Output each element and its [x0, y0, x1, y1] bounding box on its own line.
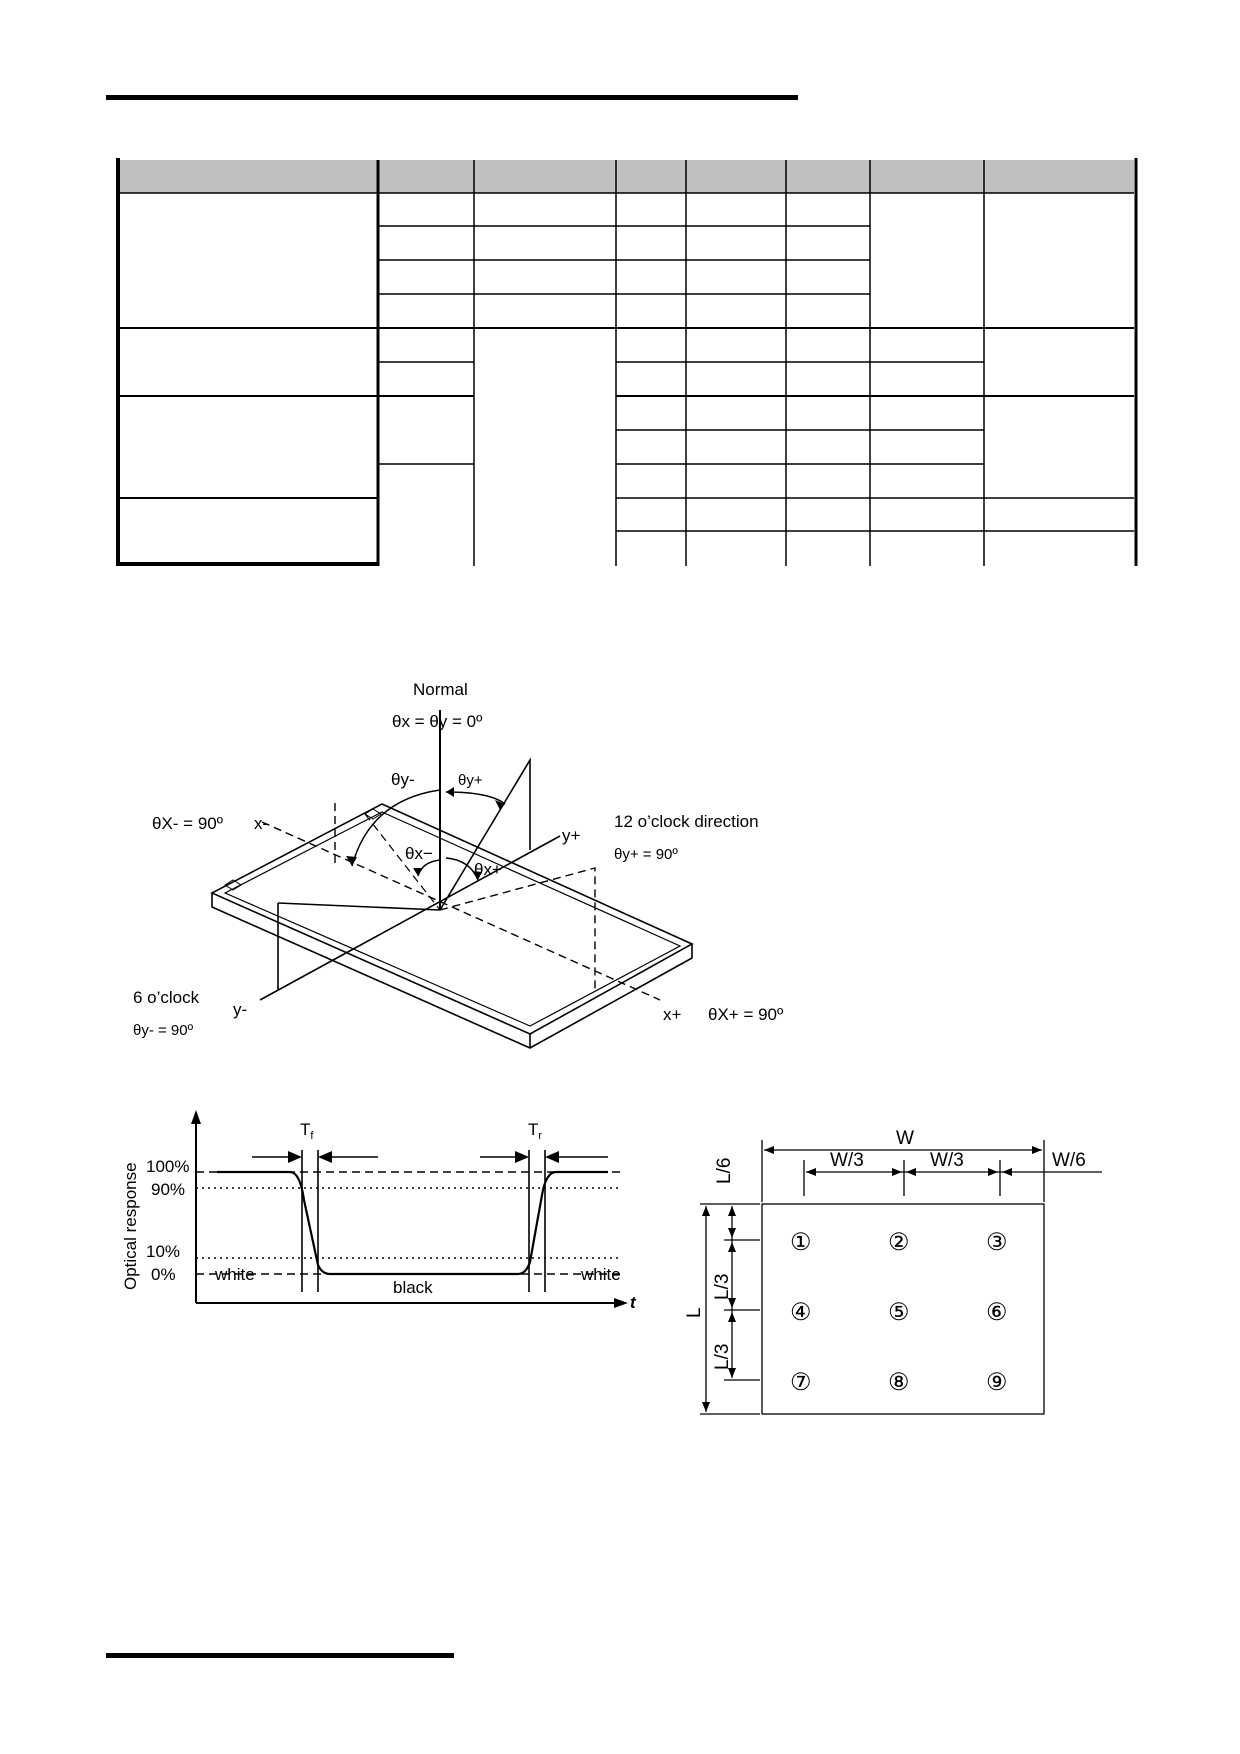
normal-equation: θx = θy = 0º [392, 712, 482, 731]
y-axis-label: Optical response [121, 1162, 140, 1290]
theta-y-plus-90-label: θy+ = 90º [614, 846, 678, 863]
panel-outline [761, 1203, 1045, 1415]
spec-table [116, 158, 1138, 566]
theta-x-plus-label: θx+ [474, 860, 502, 879]
footer-rule [106, 1653, 454, 1658]
measure-point-4: ④ [790, 1299, 812, 1326]
x-minus-label: x- [254, 814, 268, 833]
y-minus-label: y- [233, 1000, 247, 1019]
tf-label: Tf [300, 1120, 314, 1142]
measure-point-9: ⑨ [986, 1369, 1008, 1396]
measure-point-2: ② [888, 1229, 910, 1256]
l-sixth-label: L/6 [714, 1158, 735, 1184]
pct-0-label: 0% [151, 1265, 176, 1284]
theta-x-minus-90-label: θX- = 90º [152, 814, 223, 833]
pct-10-label: 10% [146, 1242, 180, 1261]
table-header-row [120, 160, 1134, 193]
w-label: W [896, 1128, 914, 1149]
l-third-label-b: L/3 [712, 1344, 733, 1370]
tr-label: Tr [528, 1120, 542, 1142]
l-label: L [684, 1307, 705, 1318]
header-rule [106, 95, 798, 100]
theta-x-minus-label: θx− [405, 844, 433, 863]
measure-point-7: ⑦ [790, 1369, 812, 1396]
theta-x-plus-90-label: θX+ = 90º [708, 1005, 783, 1024]
x-plus-label: x+ [663, 1005, 682, 1024]
w-third-label-b: W/3 [930, 1150, 964, 1171]
measure-point-3: ③ [986, 1229, 1008, 1256]
measure-point-8: ⑧ [888, 1369, 910, 1396]
black-label: black [393, 1278, 433, 1297]
six-oclock-label: 6 o’clock [133, 988, 200, 1007]
pct-100-label: 100% [146, 1157, 189, 1176]
measure-point-5: ⑤ [888, 1299, 910, 1326]
white-right-label: white [580, 1265, 621, 1284]
y-plus-label: y+ [562, 826, 581, 845]
pct-90-label: 90% [151, 1180, 185, 1199]
theta-y-minus-90-label: θy- = 90º [133, 1022, 194, 1039]
measure-point-1: ① [790, 1229, 812, 1256]
theta-y-minus-label: θy- [391, 770, 415, 789]
l-third-label-a: L/3 [712, 1274, 733, 1300]
normal-label: Normal [413, 680, 468, 699]
measure-point-6: ⑥ [986, 1299, 1008, 1326]
theta-y-plus-label: θy+ [458, 772, 483, 789]
w-third-label-a: W/3 [830, 1150, 864, 1171]
t-axis-label: t [630, 1293, 637, 1312]
w-sixth-label: W/6 [1052, 1150, 1086, 1171]
twelve-oclock-label: 12 o’clock direction [614, 812, 759, 831]
white-left-label: white [214, 1265, 255, 1284]
